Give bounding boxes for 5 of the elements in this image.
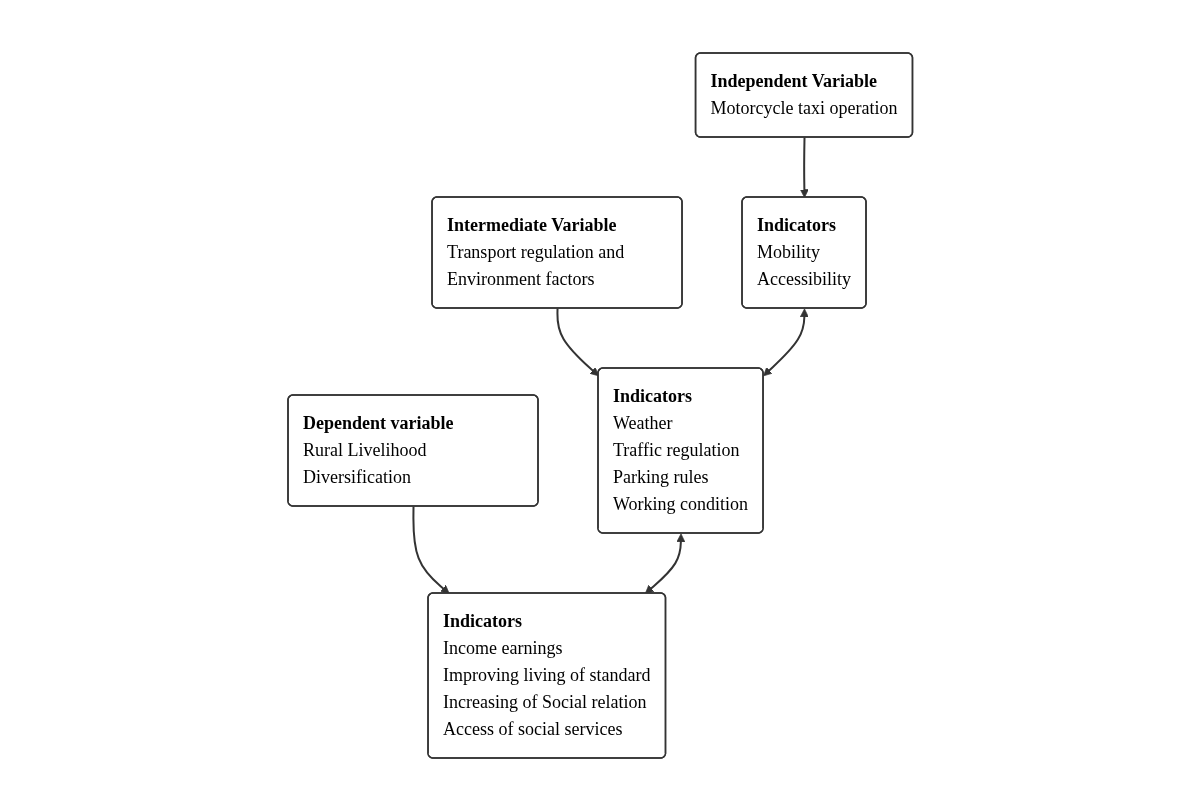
arrow — [763, 308, 809, 376]
arrow — [800, 136, 810, 198]
arrow — [412, 505, 450, 594]
arrow — [556, 307, 600, 376]
arrow — [645, 533, 686, 594]
